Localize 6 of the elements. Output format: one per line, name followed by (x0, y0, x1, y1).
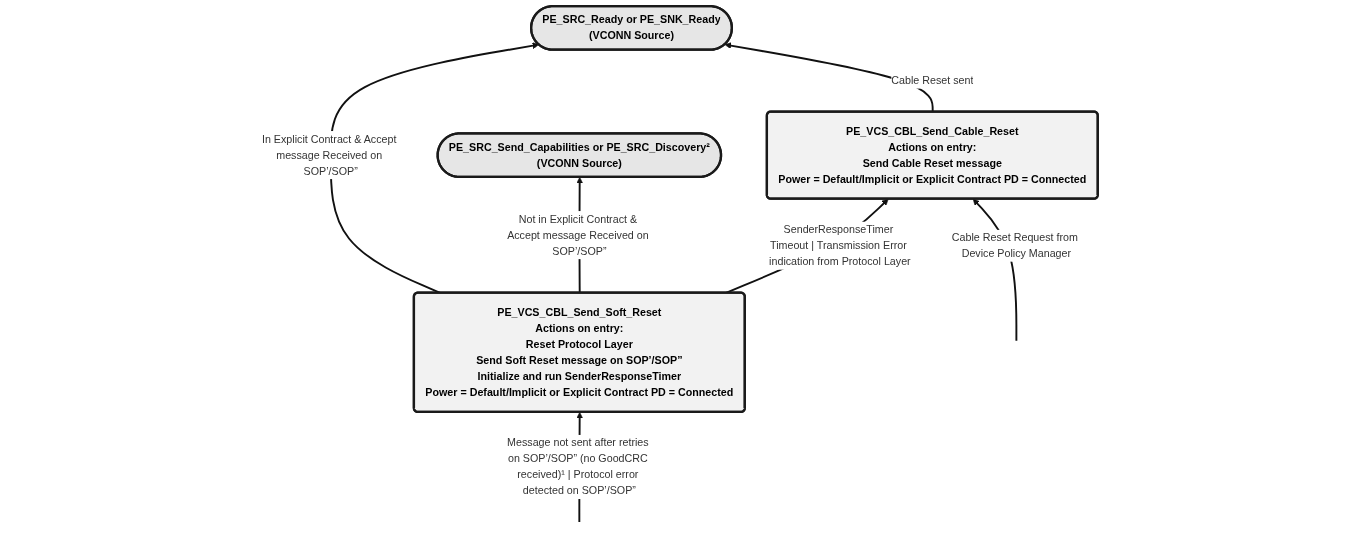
edge-label: Not in Explicit Contract & Accept message Received on SOP’/SOP” (507, 212, 649, 257)
edge-label: Cable Reset Request from Device Policy Manager (951, 231, 1078, 260)
edge-label: SenderResponseTimer Timeout | Transmission Error indication from Protocol Layer (769, 223, 911, 268)
edge-label: Message not sent after retries on SOP’/SOP” (no GoodCRC received)¹ | Protocol error detected on SOP’/SOP” (507, 436, 649, 497)
edge-label: In Explicit Contract & Accept message Received on SOP’/SOP” (261, 132, 397, 177)
edge-label: Cable Reset sent (891, 74, 974, 87)
